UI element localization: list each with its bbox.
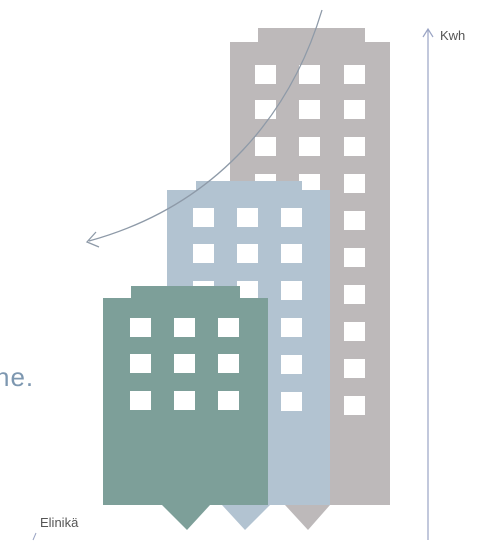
building-front-window (130, 318, 151, 337)
building-tall-window (344, 65, 365, 84)
x-axis-label: Elinikä (40, 515, 78, 530)
cutoff-text: ne. (0, 362, 34, 393)
building-tall-window (344, 396, 365, 415)
x-axis-tick (33, 533, 36, 540)
building-tall-window (344, 174, 365, 193)
building-mid-window (281, 355, 302, 374)
building-mid-window (281, 208, 302, 227)
building-tall-window (344, 137, 365, 156)
building-tall-window (344, 285, 365, 304)
building-mid-window (237, 244, 258, 263)
building-tall-window (344, 211, 365, 230)
building-mid-window (281, 318, 302, 337)
building-tall-window (344, 322, 365, 341)
building-tall-window (255, 65, 276, 84)
building-mid-window (193, 208, 214, 227)
building-tall-window (344, 248, 365, 267)
building-tall-window (344, 100, 365, 119)
building-front-window (174, 391, 195, 410)
building-mid-window (193, 244, 214, 263)
building-mid-window (281, 392, 302, 411)
y-axis-label: Kwh (440, 28, 465, 43)
building-front-window (130, 354, 151, 373)
building-tall-window (299, 137, 320, 156)
building-front-window (218, 391, 239, 410)
building-tall-window (255, 137, 276, 156)
building-mid-window (237, 208, 258, 227)
building-mid-window (281, 281, 302, 300)
building-front-window (174, 318, 195, 337)
building-tall-window (299, 100, 320, 119)
building-tall-window (344, 359, 365, 378)
building-front (103, 286, 268, 530)
building-tall-window (255, 100, 276, 119)
building-front-window (174, 354, 195, 373)
y-axis (423, 29, 433, 540)
building-tall-window (299, 65, 320, 84)
building-front-window (130, 391, 151, 410)
building-front-windows (130, 318, 239, 410)
building-front-window (218, 318, 239, 337)
building-mid-window (281, 244, 302, 263)
building-mid-window (237, 281, 258, 300)
building-front-window (218, 354, 239, 373)
